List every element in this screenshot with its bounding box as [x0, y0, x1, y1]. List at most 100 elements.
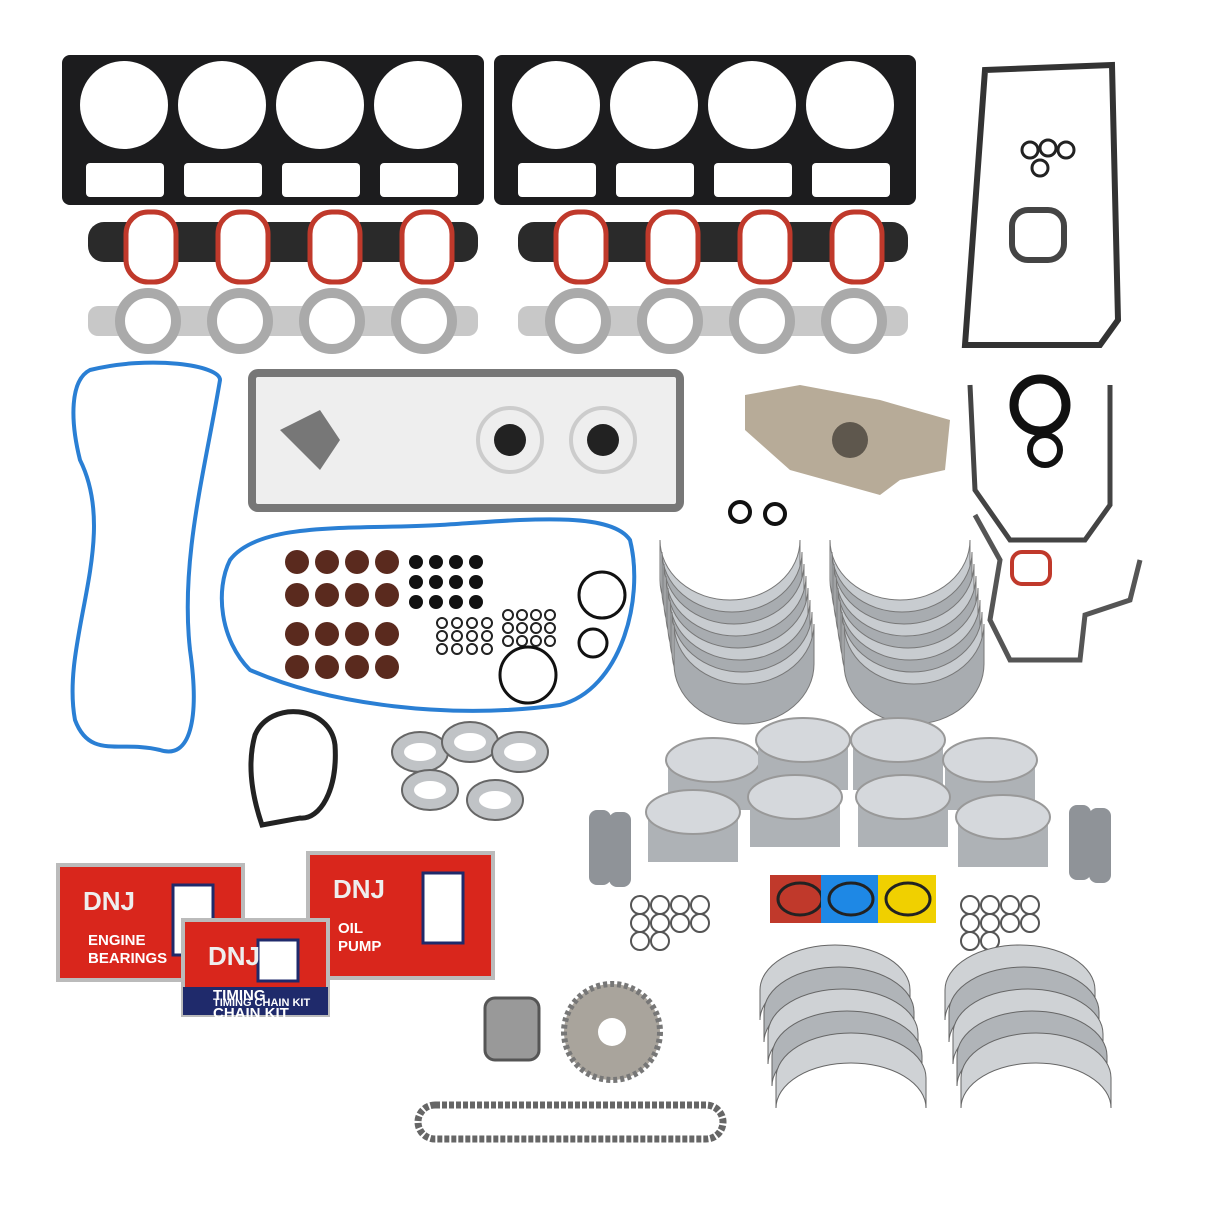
valve-cap [409, 595, 423, 609]
pump-port [832, 422, 868, 458]
side-label: TIMING CHAIN KIT [213, 997, 310, 1009]
valve-cap [469, 555, 483, 569]
intake-port [829, 209, 885, 285]
small-o-ring [502, 622, 514, 634]
small-o-ring [436, 643, 448, 655]
water-port [714, 163, 792, 197]
seal-ring [476, 406, 544, 474]
exhaust-port [545, 288, 611, 354]
intake-port [737, 209, 793, 285]
small-o-ring [451, 617, 463, 629]
front-seal [1009, 374, 1071, 436]
piston-crown [645, 789, 741, 835]
small-o-ring [451, 630, 463, 642]
bore-hole [610, 61, 698, 149]
pin-lock-clip [1020, 913, 1040, 933]
small-o-ring [530, 635, 542, 647]
pin-lock-clip [670, 895, 690, 915]
small-o-ring [530, 622, 542, 634]
piston-crown [955, 794, 1051, 840]
cylinder-head-gasket [62, 55, 484, 205]
valve-seal [285, 655, 309, 679]
cam-bearing-bore [479, 791, 511, 809]
o-ring [1038, 138, 1058, 158]
small-o-ring [451, 643, 463, 655]
cam-bearing-bore [504, 743, 536, 761]
bore-hole [374, 61, 462, 149]
blue-front-cover-gasket [219, 517, 637, 713]
sensor-gasket [1010, 550, 1052, 586]
cam-bearing-bore [404, 743, 436, 761]
valve-cap [409, 575, 423, 589]
pin-lock-clip [1000, 913, 1020, 933]
exhaust-port [729, 288, 795, 354]
small-o-ring [516, 622, 528, 634]
piston-ring [827, 881, 875, 917]
brand-logo: DNJ [83, 886, 135, 916]
valve-seal [345, 550, 369, 574]
valve-cap [429, 595, 443, 609]
exhaust-port [637, 288, 703, 354]
exhaust-plate [518, 306, 908, 336]
piston-crown [755, 717, 851, 763]
bore-hole [178, 61, 266, 149]
small-o-ring [436, 617, 448, 629]
main-bearing [775, 1032, 927, 1109]
bore-hole [512, 61, 600, 149]
intake-port [215, 209, 271, 285]
product-label: OIL [338, 920, 363, 937]
small-o-ring [502, 609, 514, 621]
oil-pump [728, 385, 950, 526]
seal [494, 424, 526, 456]
product-label: PUMP [338, 938, 381, 955]
small-o-ring [481, 643, 493, 655]
water-pump-gasket [248, 709, 338, 828]
small-o-ring [544, 609, 556, 621]
o-ring [1030, 158, 1050, 178]
valve-seal [375, 655, 399, 679]
water-port [282, 163, 360, 197]
cam-gear-hub [598, 1018, 626, 1046]
small-o-ring [481, 630, 493, 642]
pin-lock-clip [960, 913, 980, 933]
water-port [616, 163, 694, 197]
bore-hole [276, 61, 364, 149]
cam-bearing-bore [414, 781, 446, 799]
pan-outline [961, 61, 1122, 348]
small-o-ring [516, 635, 528, 647]
intake-gasket [518, 209, 908, 285]
pin-lock-clip [630, 895, 650, 915]
crank-gear [483, 996, 541, 1062]
intake-frame [518, 222, 908, 262]
pin-lock-clip [630, 913, 650, 933]
intake-gasket [88, 209, 478, 285]
valve-cap [429, 555, 443, 569]
main-bearing-stack [759, 944, 927, 1109]
valve-seal [285, 550, 309, 574]
valve-seal [375, 550, 399, 574]
box-face [306, 851, 495, 980]
valve-seal [345, 655, 369, 679]
valve-cap [469, 575, 483, 589]
seal-ring [569, 406, 637, 474]
valley-pan-gasket [248, 369, 684, 512]
small-gasket [280, 410, 340, 470]
small-o-ring [516, 609, 528, 621]
cam-bearings [391, 721, 549, 821]
rod-bearing [843, 623, 985, 725]
pin-lock-clip [670, 913, 690, 933]
piston-crown [747, 774, 843, 820]
piston-crown [850, 717, 946, 763]
exhaust-plate [88, 306, 478, 336]
exhaust-port [299, 288, 365, 354]
wrist-pin [589, 810, 611, 885]
main-bearing-stack [944, 944, 1112, 1109]
eagle-flag-emblem [421, 871, 465, 945]
pin-lock-clip [1000, 895, 1020, 915]
intake-port [123, 209, 179, 285]
cam-bearing-bore [454, 733, 486, 751]
pin-lock-clip [630, 931, 650, 951]
